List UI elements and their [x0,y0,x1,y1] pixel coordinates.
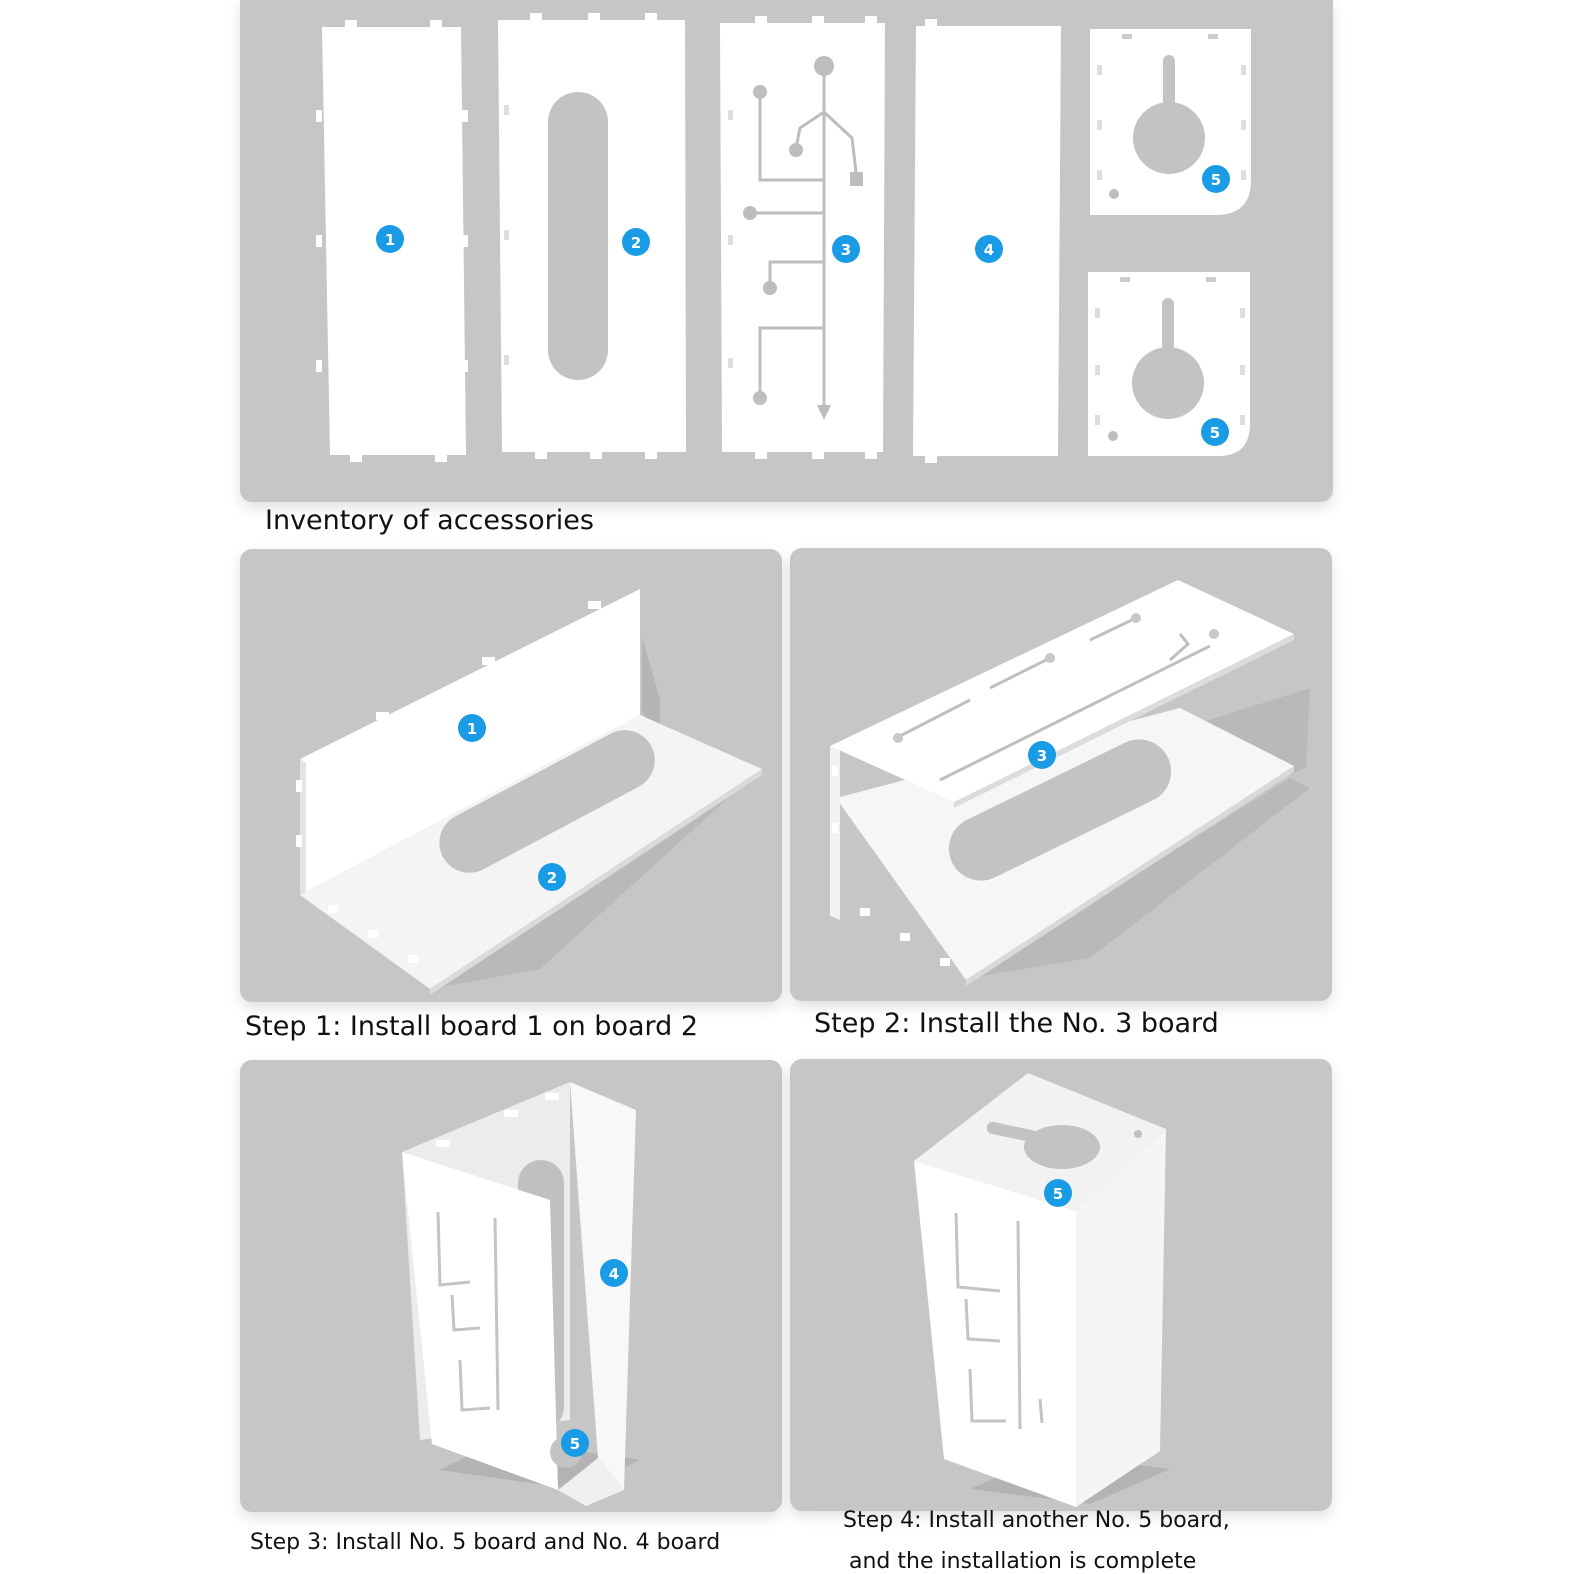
step-4-panel: 5 [790,1059,1332,1511]
step-3-badge-board-4: 4 [600,1259,628,1287]
svg-text:5: 5 [1053,1185,1063,1203]
badge-board-2: 2 [622,228,650,256]
step-3-illustration: 4 5 [402,1082,640,1506]
svg-text:4: 4 [609,1265,619,1283]
step-1-panel: 1 2 [240,549,782,1002]
step-1-caption: Step 1: Install board 1 on board 2 [245,1011,699,1042]
svg-text:5: 5 [570,1435,580,1453]
inventory-panel: 1 2 3 4 5 5 [240,0,1333,502]
step-2-caption: Step 2: Install the No. 3 board [814,1008,1219,1039]
badge-board-5-top: 5 [1202,165,1230,193]
step-1-illustration: 1 2 [296,589,762,995]
badge-board-4: 4 [975,235,1003,263]
svg-text:3: 3 [1037,747,1047,765]
svg-text:2: 2 [547,869,557,887]
board-2 [498,13,686,459]
svg-text:2: 2 [631,234,641,252]
step-1-badge-board-1: 1 [458,714,486,742]
svg-text:1: 1 [385,231,395,249]
inventory-illustration: 1 2 3 4 5 5 [316,13,1251,463]
board-3 [720,16,885,459]
badge-board-3: 3 [832,235,860,263]
svg-text:1: 1 [467,720,477,738]
svg-text:4: 4 [984,241,994,259]
step-4-caption-line-1: Step 4: Install another No. 5 board, [843,1508,1230,1533]
step-2-badge-board-3: 3 [1028,741,1056,769]
step-3-caption: Step 3: Install No. 5 board and No. 4 bo… [250,1530,721,1555]
svg-text:5: 5 [1210,424,1220,442]
step-1-badge-board-2: 2 [538,863,566,891]
step-2-illustration: 3 [830,580,1310,986]
step-4-illustration: 5 [914,1073,1170,1507]
badge-board-1: 1 [376,225,404,253]
badge-board-5-bottom: 5 [1201,418,1229,446]
inventory-caption: Inventory of accessories [265,505,594,536]
step-3-panel: 4 5 [240,1060,782,1512]
step-3-badge-board-5: 5 [561,1429,589,1457]
step-4-badge-board-5: 5 [1044,1179,1072,1207]
svg-text:5: 5 [1211,171,1221,189]
svg-text:3: 3 [841,241,851,259]
step-2-panel: 3 [790,548,1332,1001]
board-5-bottom [1088,272,1250,456]
step-4-caption-line-2: and the installation is complete [849,1549,1197,1574]
